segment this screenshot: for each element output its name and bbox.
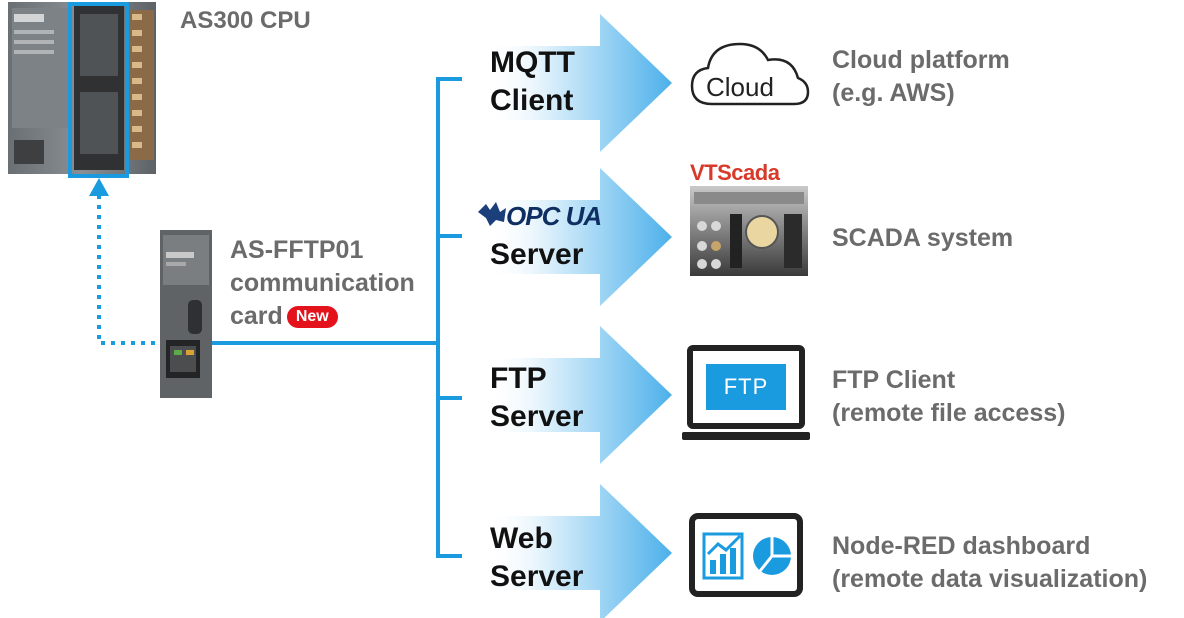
new-badge: New	[286, 306, 338, 328]
protocol-web-line1: Web	[490, 522, 553, 555]
target-cloud-line1: Cloud platform	[832, 46, 1010, 74]
target-scada: SCADA system	[832, 224, 1014, 252]
dashed-link-line	[97, 192, 165, 345]
protocol-web: Web Server	[490, 520, 583, 596]
cpu-slot-highlight	[68, 2, 129, 178]
target-ftp-line1: FTP Client	[832, 366, 956, 394]
card-label-line3-text: card	[230, 302, 283, 330]
target-dashboard: Node-RED dashboard (remote data visualiz…	[832, 530, 1147, 596]
fftp01-card-device	[160, 230, 212, 398]
protocol-mqtt-line1: MQTT	[490, 46, 575, 79]
cloud-icon-text: Cloud	[706, 72, 774, 102]
vtscada-logo-text: VTScada	[690, 160, 780, 185]
opcua-logo-text: OPC UA	[506, 201, 601, 231]
card-label-line1: AS-FFTP01	[230, 236, 364, 264]
protocol-mqtt: MQTT Client	[490, 44, 575, 120]
dashed-link-arrowhead	[89, 178, 109, 196]
protocol-web-line2: Server	[490, 560, 584, 593]
target-cloud-line2: (e.g. AWS)	[832, 79, 955, 107]
protocol-ftp-line1: FTP	[490, 362, 547, 395]
arrow-web	[486, 484, 672, 618]
target-dashboard-line2: (remote data visualization)	[832, 565, 1148, 593]
arrow-mqtt	[486, 14, 672, 152]
as300-cpu-device	[8, 2, 156, 178]
protocol-ftp-line2: Server	[490, 400, 584, 433]
target-cloud: Cloud platform (e.g. AWS)	[832, 44, 1010, 110]
card-label-line2: communication	[230, 269, 415, 297]
opcua-logo-graphic: OPC UA	[478, 201, 602, 231]
target-dashboard-line1: Node-RED dashboard	[832, 532, 1091, 560]
cloud-icon	[690, 42, 810, 106]
bus-lines	[212, 77, 462, 558]
protocol-mqtt-line2: Client	[490, 84, 574, 117]
scada-screenshot-icon	[690, 186, 808, 276]
protocol-ftp: FTP Server	[490, 360, 583, 436]
arrow-opcua	[486, 168, 672, 306]
arrow-ftp	[486, 326, 672, 464]
opcua-swoosh-icon	[478, 202, 506, 226]
target-ftp-line2: (remote file access)	[832, 399, 1066, 427]
ftp-screen-text: FTP	[723, 374, 769, 399]
protocol-opcua-line2: Server	[490, 238, 584, 271]
cpu-label: AS300 CPU	[180, 7, 311, 34]
ftp-laptop-icon	[682, 345, 810, 440]
target-ftp: FTP Client (remote file access)	[832, 364, 1065, 430]
dashboard-tablet-icon	[689, 513, 803, 597]
opcua-logo: OPC UA	[476, 198, 626, 232]
